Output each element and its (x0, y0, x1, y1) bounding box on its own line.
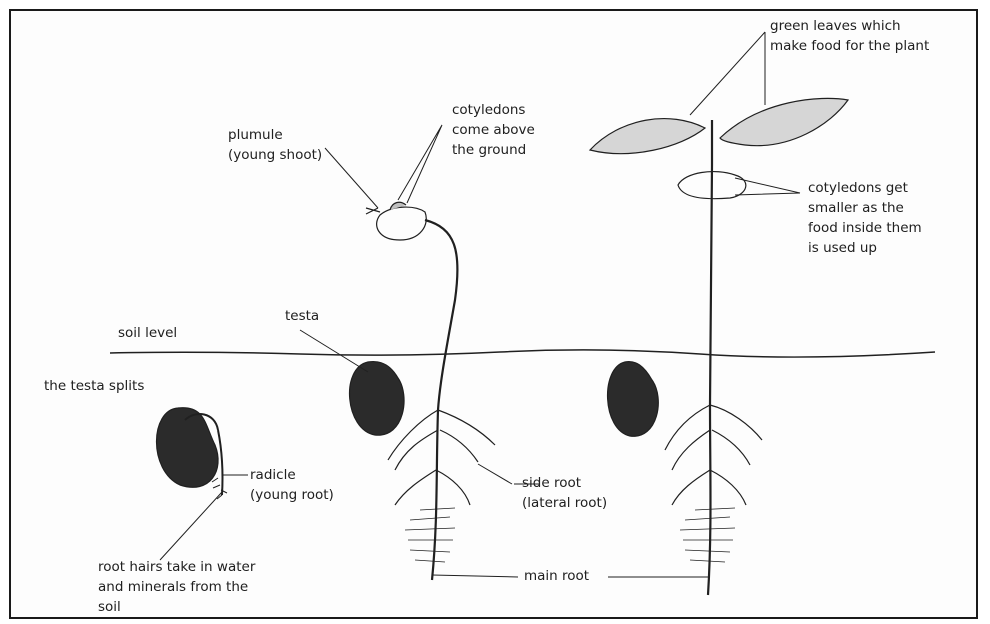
soil-line (110, 350, 935, 357)
label-soil-level: soil level (118, 323, 177, 343)
label-green-leaves: green leaves which make food for the pla… (770, 16, 929, 56)
label-main-root: main root (524, 566, 589, 586)
pointer-cotyledons-smaller (735, 178, 800, 195)
stage-1-seedling (157, 408, 228, 499)
label-testa: testa (285, 306, 319, 326)
pointer-cotyledons-above (398, 125, 442, 203)
label-cotyledons-above: cotyledons come above the ground (452, 100, 535, 160)
stem-2 (425, 220, 457, 580)
label-testa-splits: the testa splits (44, 376, 144, 396)
cotyledon-top (377, 207, 427, 240)
label-cotyledons-smaller: cotyledons get smaller as the food insid… (808, 178, 922, 258)
label-radicle: radicle (young root) (250, 465, 334, 505)
leaf-right (720, 98, 848, 145)
pointer-plumule (325, 148, 378, 208)
stage-3-plant (590, 98, 848, 595)
pointer-testa (300, 330, 368, 372)
stem-3 (708, 120, 712, 595)
label-root-hairs: root hairs take in water and minerals fr… (98, 557, 255, 617)
pointer-root-hairs (160, 492, 222, 560)
label-plumule: plumule (young shoot) (228, 125, 322, 165)
pointer-green-leaves (690, 32, 765, 115)
seed-3-testa (608, 362, 659, 437)
label-side-root: side root (lateral root) (522, 473, 607, 513)
leaf-left (590, 119, 705, 154)
seed-2-testa (350, 362, 405, 436)
seed-1 (157, 408, 219, 488)
stage-2-seedling (350, 202, 495, 580)
